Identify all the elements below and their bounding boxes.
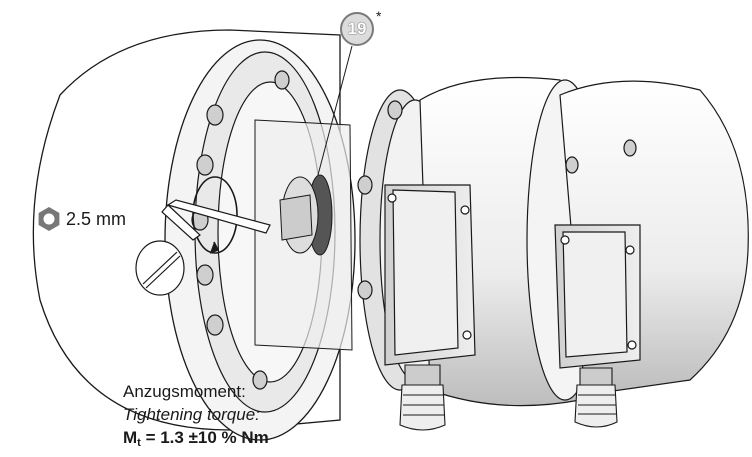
part-callout-number: 19 [347, 19, 367, 38]
part-callout-marker: * [376, 8, 382, 24]
coupling-adapter [254, 119, 353, 351]
torque-label-english: Tightening torque: [123, 405, 260, 424]
hex-key-tool [161, 199, 271, 241]
hex-key-size-label: 2.5 mm [36, 206, 126, 232]
rotation-arrow [192, 176, 238, 254]
torque-symbol: M [123, 428, 138, 447]
torque-value-text: = 1.3 ±10 % Nm [140, 428, 269, 447]
hex-key-size-text: 2.5 mm [66, 208, 127, 229]
cable-gland-front [399, 364, 446, 431]
torque-subscript: t [137, 437, 141, 449]
torque-label-german: Anzugsmoment: [123, 382, 246, 401]
shaft-end [135, 240, 185, 296]
terminal-box-rear [554, 224, 641, 369]
part-callout-badge: 19 [340, 12, 374, 46]
hex-key-icon [38, 207, 60, 231]
callout-leader-line [317, 45, 353, 176]
torque-value: Mt = 1.3 ±10 % Nm [123, 426, 269, 455]
terminal-box-front [384, 184, 476, 366]
cable-gland-rear [574, 367, 618, 428]
torque-specification: Anzugsmoment: Tightening torque: Mt = 1.… [123, 380, 269, 455]
